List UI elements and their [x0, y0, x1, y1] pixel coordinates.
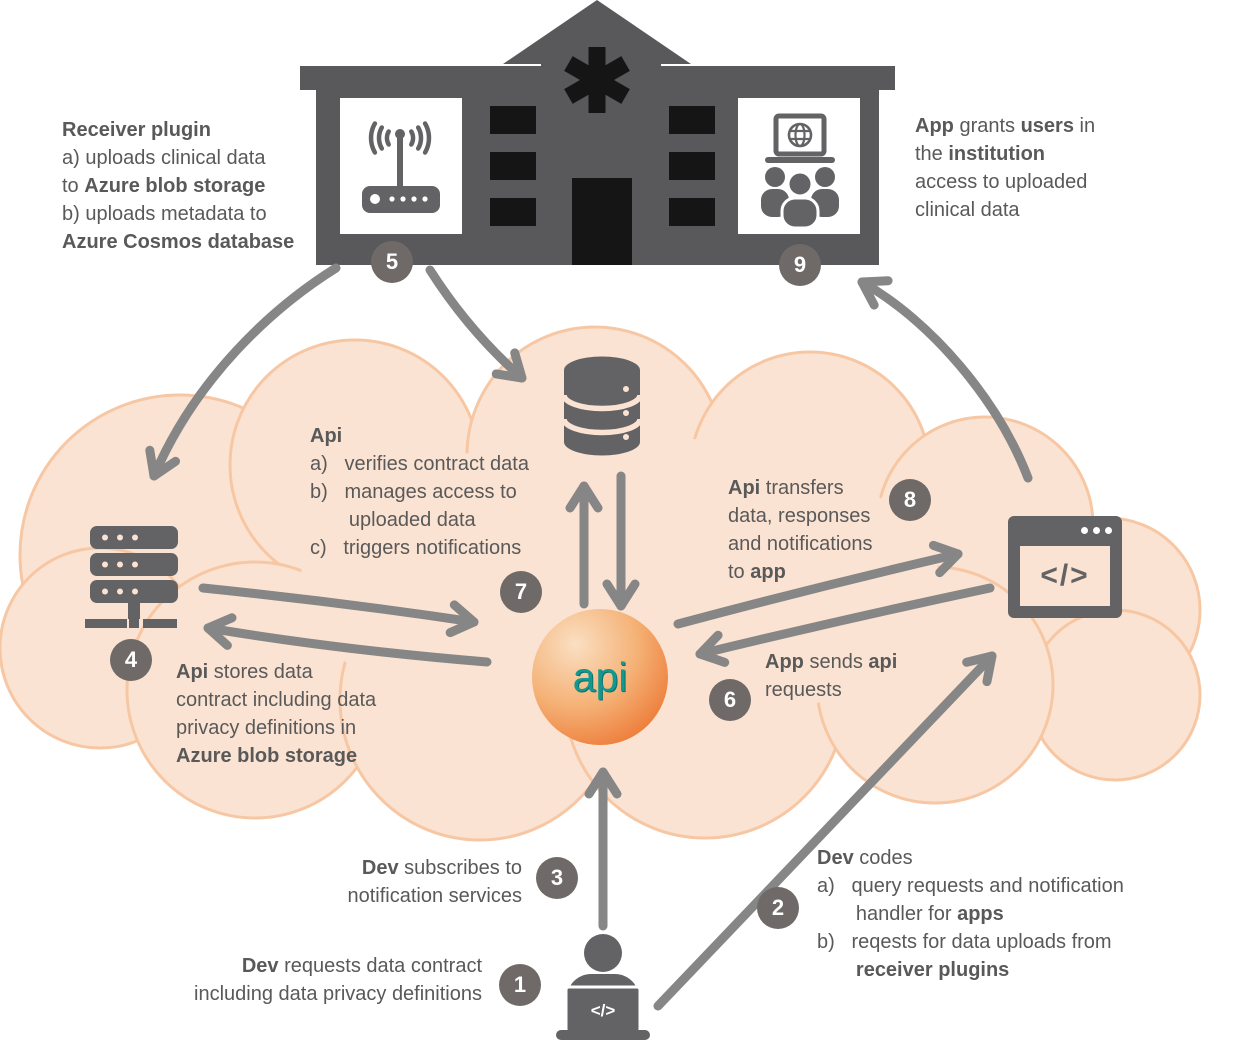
step-1-badge: 1 [499, 964, 541, 1006]
users-laptop-icon [761, 113, 839, 230]
dev-laptop-glyph: </> [591, 1001, 616, 1020]
step-3-badge: 3 [536, 857, 578, 899]
step-5-badge: 5 [371, 241, 413, 283]
arrow-plugin-to-storage [145, 263, 341, 481]
storage-server-icon [85, 526, 178, 628]
building-window [669, 106, 715, 134]
building-door [572, 178, 632, 265]
code-glyph: </> [1020, 546, 1110, 606]
window-dot-icon [1081, 527, 1088, 534]
api-sphere: api [532, 609, 668, 745]
arrow-storage-to-api [198, 583, 479, 638]
app-code-window-icon: </> [1008, 516, 1122, 618]
arrow-api-to-storage [203, 613, 492, 667]
step-6-badge: 6 [709, 679, 751, 721]
arrow-plugin-to-database [425, 265, 527, 383]
developer-icon: </> [556, 934, 650, 1040]
building-window [669, 152, 715, 180]
step-9-badge: 9 [779, 244, 821, 286]
building-window [669, 198, 715, 226]
step-4-badge: 4 [110, 639, 152, 681]
window-dot-icon [1105, 527, 1112, 534]
arrow-dev-to-app [653, 651, 997, 1011]
window-dot-icon [1093, 527, 1100, 534]
star-of-life-icon [564, 47, 630, 113]
step-7-badge: 7 [500, 571, 542, 613]
arrow-app-to-api [695, 583, 995, 667]
step-2-badge: 2 [757, 887, 799, 929]
building-window [490, 152, 536, 180]
database-icon [561, 356, 643, 456]
router-antenna-icon [362, 121, 440, 213]
app-users-box [738, 98, 860, 234]
step-8-badge: 8 [889, 479, 931, 521]
arrow-api-to-app [673, 540, 963, 629]
receiver-plugin-box [340, 98, 462, 234]
building-window [490, 198, 536, 226]
arrow-app-to-institution [857, 276, 1033, 483]
api-label: api [572, 653, 628, 700]
building-window [490, 106, 536, 134]
